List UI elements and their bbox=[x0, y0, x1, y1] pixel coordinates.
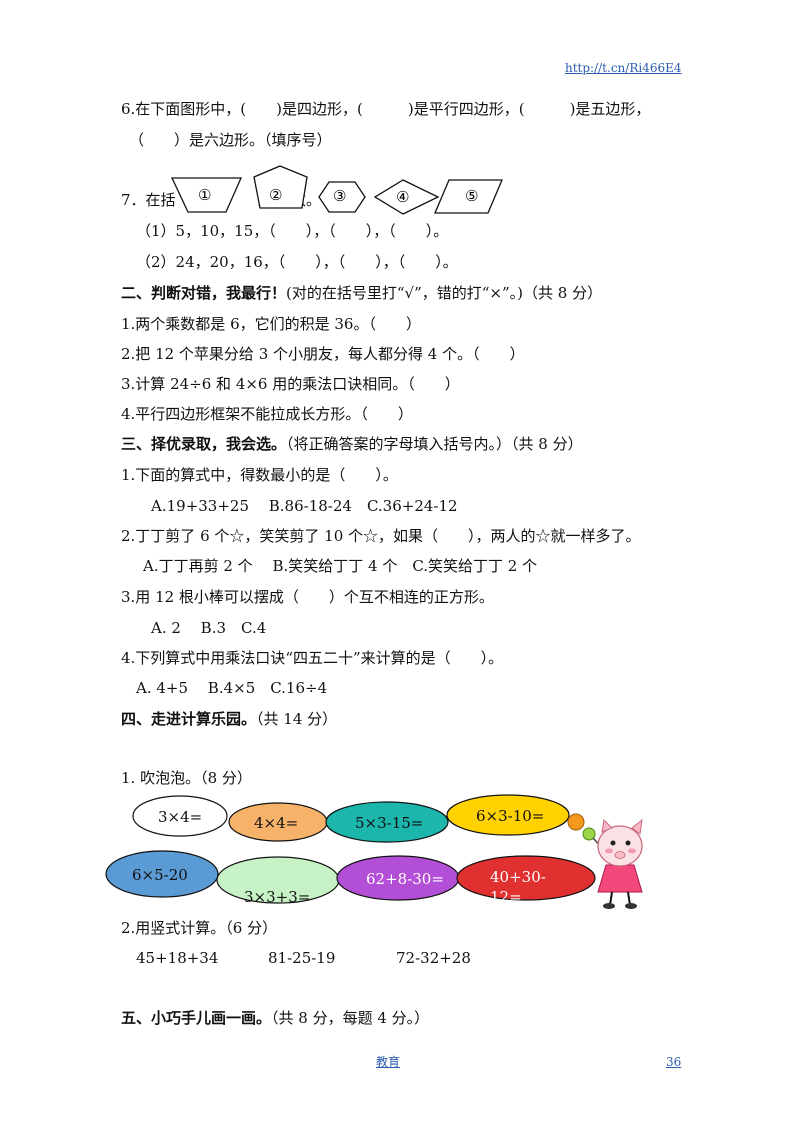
section-5-title: 五、小巧手儿画一画。 bbox=[121, 1009, 272, 1027]
q7-sequence-2: （2）24，20，16，（ ），（ ），（ ）。 bbox=[136, 253, 458, 271]
q7-text-a: 7．在括 bbox=[121, 191, 176, 209]
vertical-calc-question: 2.用竖式计算。（6 分） bbox=[121, 919, 278, 937]
shape-label: ③ bbox=[333, 187, 346, 205]
section-4-heading: 四、走进计算乐园。（共 14 分） bbox=[121, 709, 337, 729]
shape-4-rhombus bbox=[373, 179, 440, 215]
judge-item: 2.把 12 个苹果分给 3 个小朋友，每人都分得 4 个。（ ） bbox=[121, 345, 525, 363]
choice-question: 1.下面的算式中，得数最小的是（ ）。 bbox=[121, 466, 398, 484]
q7-text-c: 数。 bbox=[291, 191, 322, 209]
shape-5-parallelogram bbox=[434, 179, 503, 214]
calc-expression: 72-32+28 bbox=[396, 949, 471, 967]
bubble bbox=[456, 855, 596, 901]
q6-line1: 6.在下面图形中，( )是四边形，( )是平行四边形，( )是五边形， bbox=[121, 100, 651, 118]
bubble bbox=[216, 856, 340, 904]
section-2-heading: 二、判断对错，我最行！(对的在括号里打“√”，错的打“×”。)（共 8 分） bbox=[121, 283, 602, 303]
bubble-text: 62+8-30= bbox=[366, 870, 444, 888]
bubble bbox=[228, 802, 328, 842]
bubble bbox=[336, 855, 460, 901]
section-3-title: 三、择优录取，我会选。 bbox=[121, 435, 287, 453]
choice-options: A.丁丁再剪 2 个 B.笑笑给丁丁 4 个 C.笑笑给丁丁 2 个 bbox=[143, 557, 538, 575]
bubble bbox=[446, 794, 570, 836]
bubble-text: 5×3-15= bbox=[355, 814, 423, 832]
page-number: 36 bbox=[666, 1055, 682, 1069]
section-2-instructions: (对的在括号里打“√”，错的打“×”。)（共 8 分） bbox=[286, 284, 603, 302]
bubble bbox=[105, 850, 219, 898]
shape-1-trapezoid bbox=[170, 177, 242, 213]
shape-label: ⑤ bbox=[465, 187, 478, 205]
judge-item: 3.计算 24÷6 和 4×6 用的乘法口诀相同。（ ） bbox=[121, 375, 460, 393]
bubble-text: 12= bbox=[490, 888, 522, 906]
shape-3-hexagon bbox=[318, 181, 366, 213]
q7-text-b: 上合 bbox=[258, 191, 289, 209]
section-3-heading: 三、择优录取，我会选。（将正确答案的字母填入括号内。）（共 8 分） bbox=[121, 434, 583, 454]
bubble-text: 40+30- bbox=[490, 868, 546, 886]
section-4-title: 四、走进计算乐园。 bbox=[121, 710, 257, 728]
section-5-heading: 五、小巧手儿画一画。（共 8 分，每题 4 分。） bbox=[121, 1008, 429, 1028]
shape-label: ① bbox=[198, 186, 211, 204]
choice-question: 3.用 12 根小棒可以摆成（ ）个互不相连的正方形。 bbox=[121, 588, 494, 606]
shape-label: ④ bbox=[396, 188, 409, 206]
q6-line2: （ ）是六边形。（填序号） bbox=[129, 131, 332, 149]
footer-link[interactable]: 教育 bbox=[376, 1055, 401, 1069]
choice-options: A.19+33+25 B.86-18-24 C.36+24-12 bbox=[151, 497, 458, 515]
bubble-text: 4×4= bbox=[254, 814, 298, 832]
section-2-title: 二、判断对错，我最行！ bbox=[121, 284, 287, 302]
pig-cartoon-icon bbox=[567, 813, 643, 909]
choice-options: A. 2 B.3 C.4 bbox=[151, 619, 267, 637]
choice-question: 4.下列算式中用乘法口诀“四五二十”来计算的是（ ）。 bbox=[121, 649, 504, 667]
bubble-text: 3×4= bbox=[158, 808, 202, 826]
choice-question: 2.丁丁剪了 6 个☆，笑笑剪了 10 个☆，如果（ ），两人的☆就一样多了。 bbox=[121, 527, 641, 545]
judge-item: 1.两个乘数都是 6，它们的积是 36。（ ） bbox=[121, 315, 421, 333]
choice-options: A. 4+5 B.4×5 C.16÷4 bbox=[136, 679, 328, 697]
judge-item: 4.平行四边形框架不能拉成长方形。（ ） bbox=[121, 405, 413, 423]
bubble-text: 3×3+3= bbox=[244, 888, 310, 906]
header-link[interactable]: http://t.cn/Ri466E4 bbox=[565, 61, 682, 75]
bubble bbox=[132, 795, 228, 837]
bubble-question: 1. 吹泡泡。（8 分） bbox=[121, 769, 252, 787]
calc-expression: 45+18+34 bbox=[136, 949, 219, 967]
bubble-text: 6×3-10= bbox=[476, 807, 544, 825]
calc-expression: 81-25-19 bbox=[268, 949, 336, 967]
section-5-points: （共 8 分，每题 4 分。） bbox=[271, 1009, 430, 1027]
q7-sequence-1: （1）5，10，15，（ ），（ ），（ ）。 bbox=[136, 222, 449, 240]
section-3-instructions: （将正确答案的字母填入括号内。）（共 8 分） bbox=[286, 435, 583, 453]
bubble bbox=[325, 801, 449, 843]
bubble-text: 6×5-20 bbox=[132, 866, 188, 884]
section-4-points: （共 14 分） bbox=[256, 710, 338, 728]
